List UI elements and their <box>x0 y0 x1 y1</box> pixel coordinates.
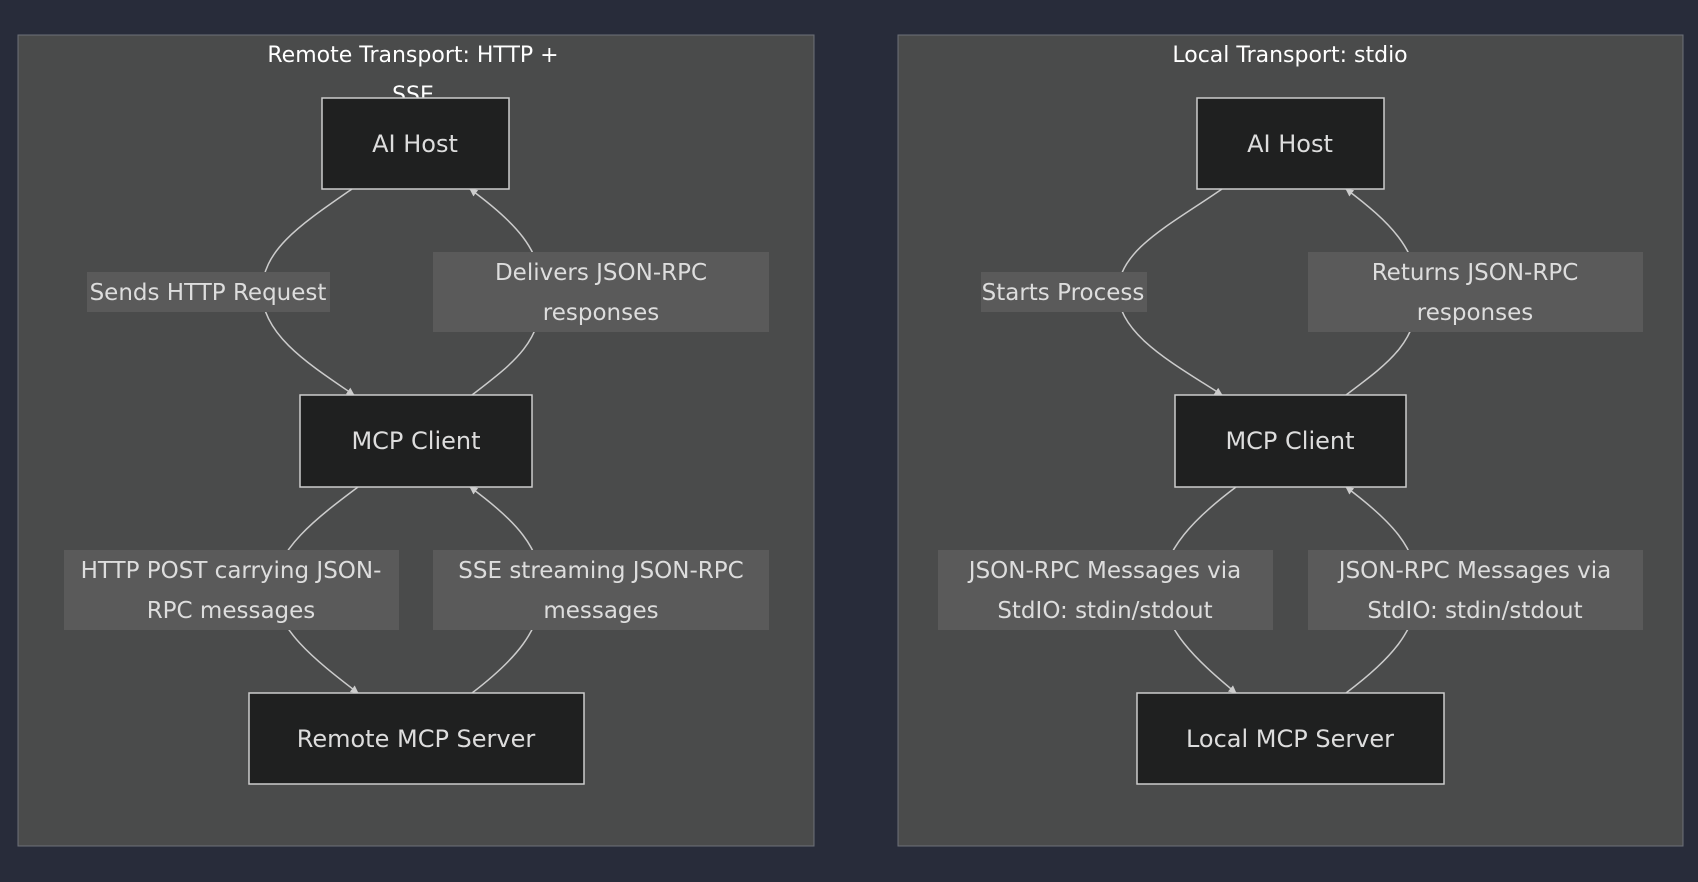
edge-label-text-line-2: RPC messages <box>147 598 316 624</box>
edge-label-text-line-1: Returns JSON-RPC <box>1372 260 1579 286</box>
edge-label-text-line-2: StdIO: stdin/stdout <box>1367 598 1582 624</box>
edge-label-text-line-1: Delivers JSON-RPC <box>495 260 707 286</box>
edge-label-text-line-2: responses <box>543 300 659 326</box>
edge-label-text-line-1: JSON-RPC Messages via <box>1337 558 1611 584</box>
subgraph-remote-transport: Remote Transport: HTTP + SSE Sends HTTP … <box>17 34 815 847</box>
node-remote-mcp-server[interactable]: Remote MCP Server <box>248 692 585 785</box>
edge-label-text-line-2: StdIO: stdin/stdout <box>997 598 1212 624</box>
node-mcp-client-local[interactable]: MCP Client <box>1174 394 1407 488</box>
node-ai-host-local[interactable]: AI Host <box>1196 97 1385 190</box>
node-local-mcp-server[interactable]: Local MCP Server <box>1136 692 1445 785</box>
edge-label-http-post: HTTP POST carrying JSON- RPC messages <box>64 550 399 630</box>
cluster-title-local: Local Transport: stdio <box>1172 43 1407 68</box>
edge-label-jsonrpc-stdio-in: JSON-RPC Messages via StdIO: stdin/stdou… <box>1308 550 1643 630</box>
node-label: Remote MCP Server <box>297 725 536 753</box>
node-label: AI Host <box>372 130 458 158</box>
edge-label-text-line-2: responses <box>1417 300 1533 326</box>
edge-label-text-line-2: messages <box>543 598 658 624</box>
edge-label-text: Sends HTTP Request <box>90 280 327 306</box>
node-label: Local MCP Server <box>1186 725 1394 753</box>
edge-label-jsonrpc-stdio-out: JSON-RPC Messages via StdIO: stdin/stdou… <box>938 550 1273 630</box>
node-ai-host-remote[interactable]: AI Host <box>321 97 510 190</box>
edge-label-text-line-1: HTTP POST carrying JSON- <box>81 558 382 584</box>
node-mcp-client-remote[interactable]: MCP Client <box>299 394 533 488</box>
node-label: MCP Client <box>351 427 480 455</box>
edge-label-text-line-1: JSON-RPC Messages via <box>967 558 1241 584</box>
edge-label-text-line-1: SSE streaming JSON-RPC <box>458 558 743 584</box>
edge-label-text: Starts Process <box>982 280 1145 306</box>
edge-label-delivers-responses: Delivers JSON-RPC responses <box>433 252 769 332</box>
edge-label-sse-streaming: SSE streaming JSON-RPC messages <box>433 550 769 630</box>
edge-label-starts-process: Starts Process <box>981 272 1147 312</box>
subgraph-local-transport: Local Transport: stdio Starts Process Re… <box>897 34 1684 847</box>
edge-label-returns-responses: Returns JSON-RPC responses <box>1308 252 1643 332</box>
edge-label-sends-http-request: Sends HTTP Request <box>87 272 330 312</box>
node-label: MCP Client <box>1225 427 1354 455</box>
node-label: AI Host <box>1247 130 1333 158</box>
cluster-title-remote-line-1: Remote Transport: HTTP + <box>267 43 558 68</box>
